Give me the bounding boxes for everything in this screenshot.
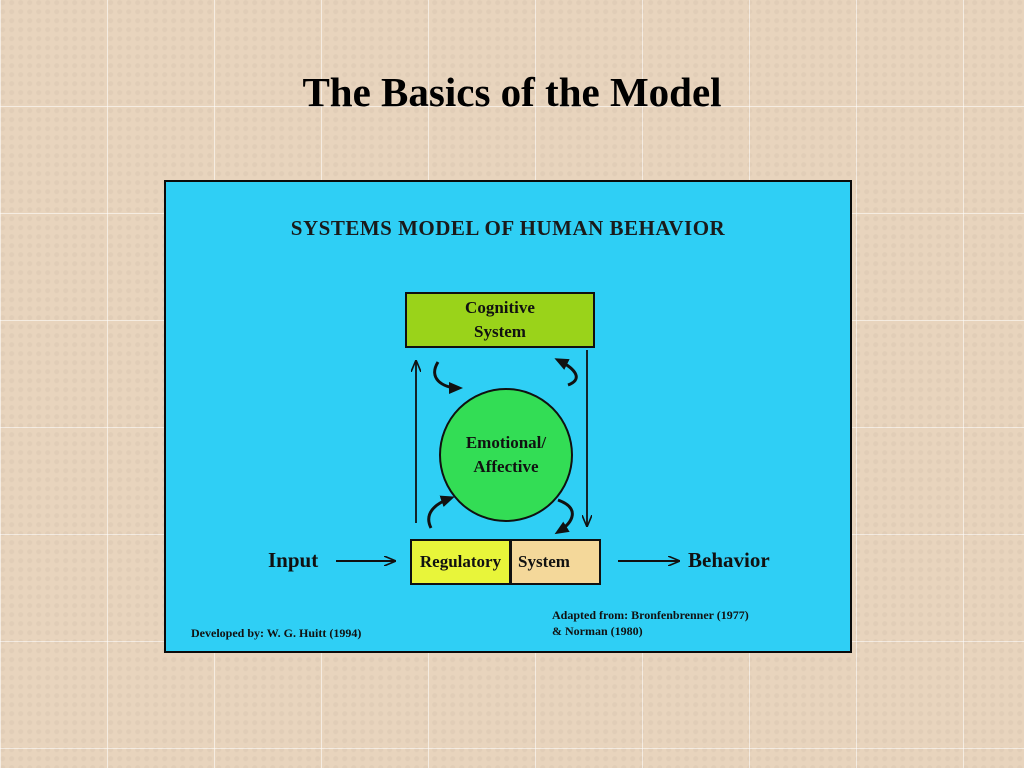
input-label: Input <box>268 548 319 572</box>
cognitive-system-box: Cognitive System <box>405 292 595 348</box>
curve-arrow-top-left <box>433 361 463 394</box>
diagram-arrows <box>336 350 850 651</box>
slide-title: The Basics of the Model <box>302 69 722 115</box>
system-box: System <box>510 539 601 585</box>
adapted-from-line-1: Adapted from: Bronfenbrenner (1977) <box>552 608 749 622</box>
emotional-affective-circle: Emotional/ Affective <box>439 388 573 522</box>
diagram-title: SYSTEMS MODEL OF HUMAN BEHAVIOR <box>290 216 726 240</box>
behavior-label: Behavior <box>688 548 770 572</box>
curve-arrow-bottom-left <box>427 495 455 529</box>
diagram-panel: SYSTEMS MODEL OF HUMAN BEHAVIOR Cognitiv… <box>164 180 852 653</box>
adapted-from-credit: Adapted from: Bronfenbrenner (1977) & No… <box>552 607 749 639</box>
regulatory-box: Regulatory <box>410 539 512 585</box>
adapted-from-line-2: & Norman (1980) <box>552 624 643 638</box>
curve-arrow-bottom-right <box>554 498 574 535</box>
curve-arrow-top-right <box>554 358 578 387</box>
developed-by-credit: Developed by: W. G. Huitt (1994) <box>191 626 362 640</box>
